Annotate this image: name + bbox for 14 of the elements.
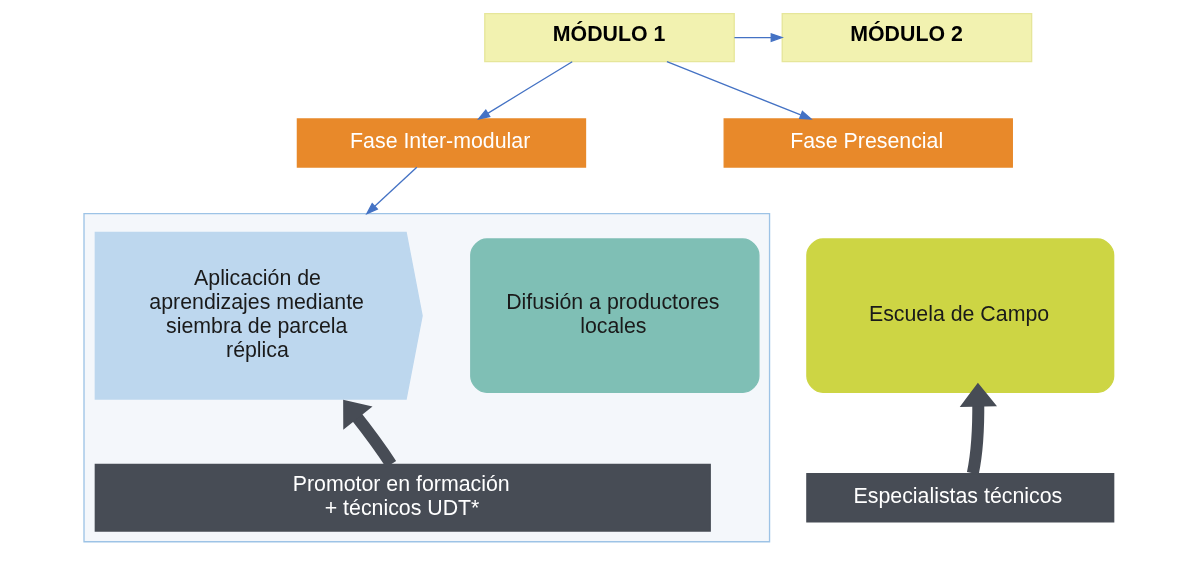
- arrow: [665, 61, 813, 120]
- node-box: Promotor en formación + técnicos UDT*: [94, 463, 711, 532]
- node-box: MÓDULO 2: [781, 12, 1032, 63]
- node-box: Escuela de Campo: [805, 238, 1114, 394]
- arrow: [959, 382, 997, 475]
- arrow: [364, 166, 417, 215]
- arrow: [733, 32, 784, 43]
- arrow: [476, 61, 573, 120]
- node-box: Fase Presencial: [723, 118, 1013, 168]
- node-box: Especialistas técnicos: [805, 473, 1114, 523]
- node-box: Fase Inter-modular: [296, 118, 586, 168]
- node-box: MÓDULO 1: [483, 12, 735, 63]
- node-box: Difusión a productores locales: [469, 238, 760, 394]
- cluster: [82, 212, 770, 543]
